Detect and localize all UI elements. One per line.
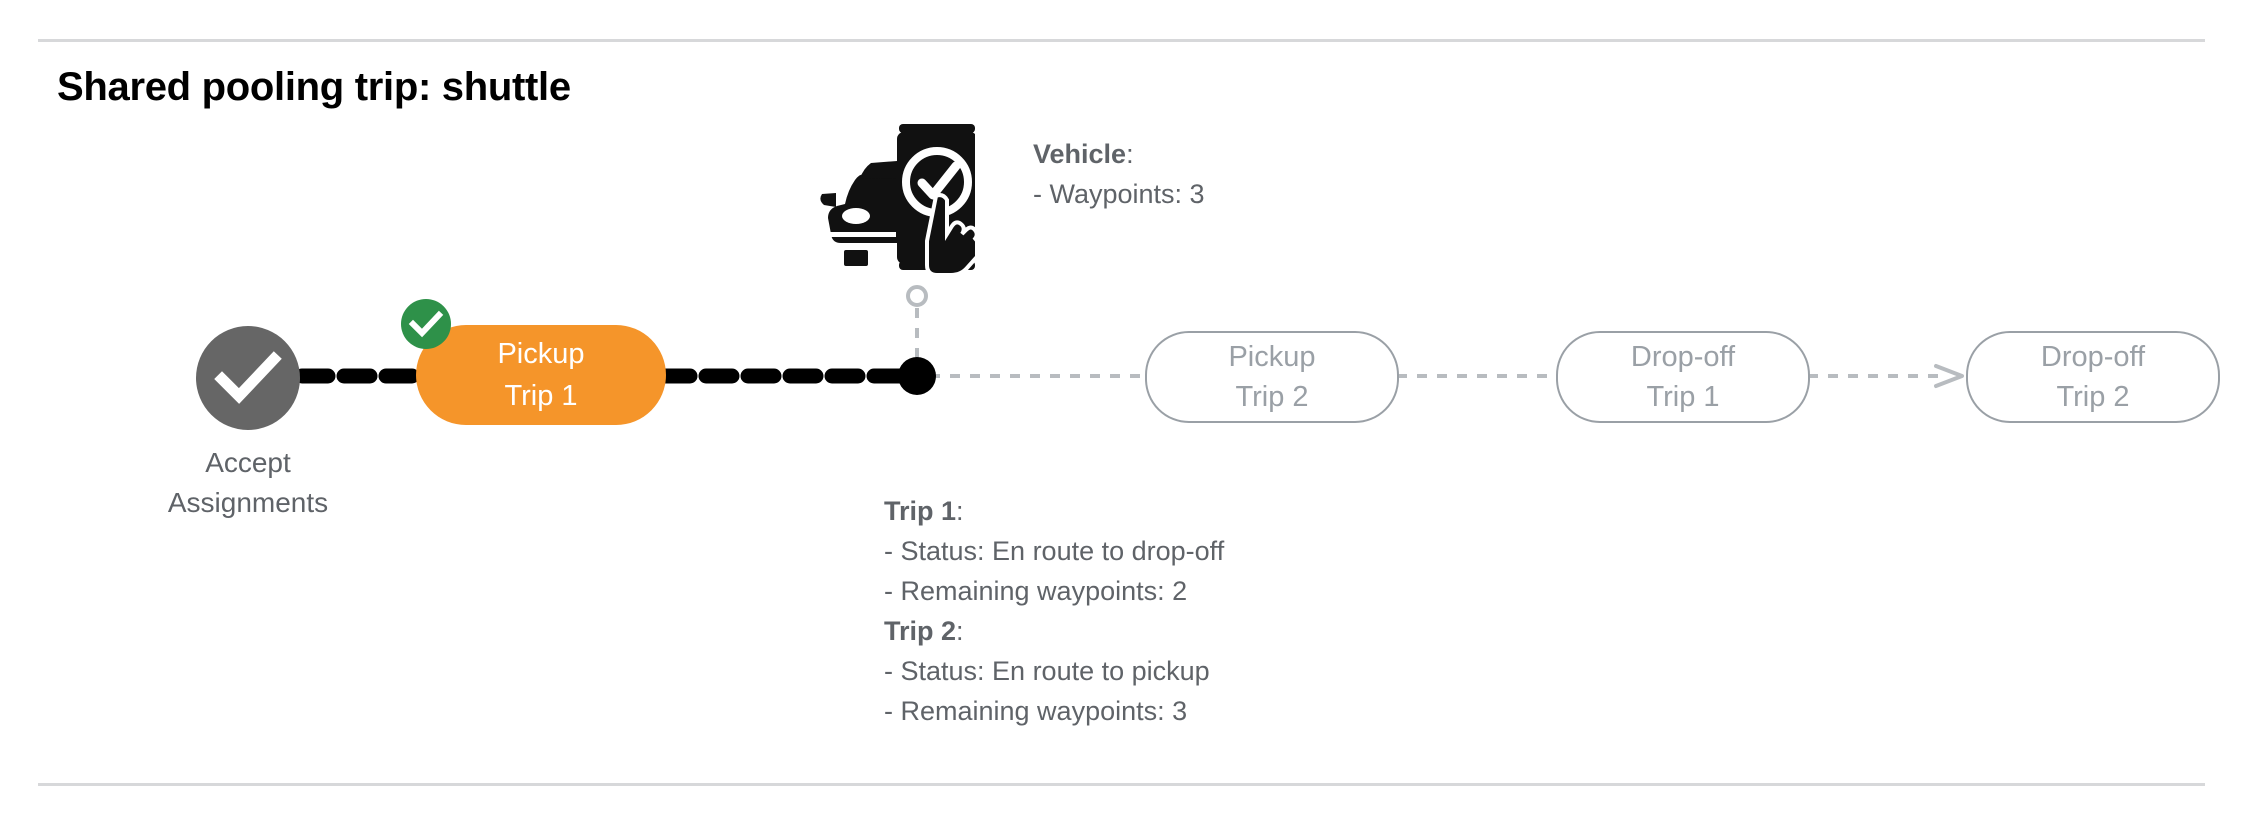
trip1-status-row: - Status: En route to drop-off — [884, 536, 1225, 566]
bottom-divider — [38, 783, 2205, 786]
accept-node-disc — [196, 326, 300, 430]
accept-label-line1: Accept — [205, 447, 291, 478]
node-pickup-trip-2-line1: Pickup — [1228, 341, 1316, 373]
track-arrowhead — [1934, 364, 1964, 388]
vehicle-annotation: Vehicle: - Waypoints: 3 — [1033, 134, 1205, 214]
node-dropoff-trip-1-line2: Trip 1 — [1646, 381, 1720, 413]
trip1-waypoints-row: - Remaining waypoints: 2 — [884, 576, 1188, 606]
vehicle-annotation-row: - Waypoints: 3 — [1033, 179, 1205, 209]
accept-label-line2: Assignments — [167, 487, 329, 518]
node-dropoff-trip-1-line1: Drop-off — [1630, 341, 1736, 373]
trip1-heading-text: Trip 1 — [884, 496, 957, 526]
trip1-heading: Trip 1: — [884, 491, 1224, 531]
check-badge-icon — [401, 299, 451, 349]
trip2-waypoints-row: - Remaining waypoints: 3 — [884, 696, 1188, 726]
node-dropoff-trip-2-line2: Trip 2 — [2056, 381, 2130, 413]
vehicle-annotation-heading: Vehicle: — [1033, 134, 1205, 174]
trip2-status-row: - Status: En route to pickup — [884, 656, 1210, 686]
node-pickup-trip-1-line1: Pickup — [497, 338, 585, 370]
trip-annotation: Trip 1: - Status: En route to drop-off -… — [884, 491, 1224, 731]
trip2-heading-colon: : — [956, 616, 964, 646]
node-dropoff-trip-2-line1: Drop-off — [2040, 341, 2146, 373]
node-pickup-trip-1[interactable]: Pickup Trip 1 — [416, 325, 666, 425]
trip2-heading: Trip 2: — [884, 611, 1224, 651]
vehicle-position-dot — [898, 357, 936, 395]
node-pickup-trip-1-line2: Trip 1 — [504, 380, 578, 412]
vehicle-annotation-heading-colon: : — [1126, 139, 1134, 169]
page-title: Shared pooling trip: shuttle — [57, 65, 571, 109]
vehicle-annotation-heading-text: Vehicle — [1033, 139, 1127, 169]
node-accept-assignments-label: Accept Assignments — [98, 443, 398, 523]
node-pickup-trip-2-line2: Trip 2 — [1235, 381, 1309, 413]
node-pickup-trip-2[interactable]: Pickup Trip 2 — [1145, 331, 1399, 423]
top-divider — [38, 39, 2205, 42]
check-circle-icon — [214, 351, 282, 404]
node-dropoff-trip-1[interactable]: Drop-off Trip 1 — [1556, 331, 1810, 423]
node-dropoff-trip-2[interactable]: Drop-off Trip 2 — [1966, 331, 2220, 423]
vehicle-app-check-icon — [820, 122, 975, 277]
trip2-heading-text: Trip 2 — [884, 616, 957, 646]
trip1-heading-colon: : — [956, 496, 964, 526]
vehicle-connector-ring — [906, 285, 928, 307]
node-accept-assignments[interactable] — [196, 326, 300, 430]
